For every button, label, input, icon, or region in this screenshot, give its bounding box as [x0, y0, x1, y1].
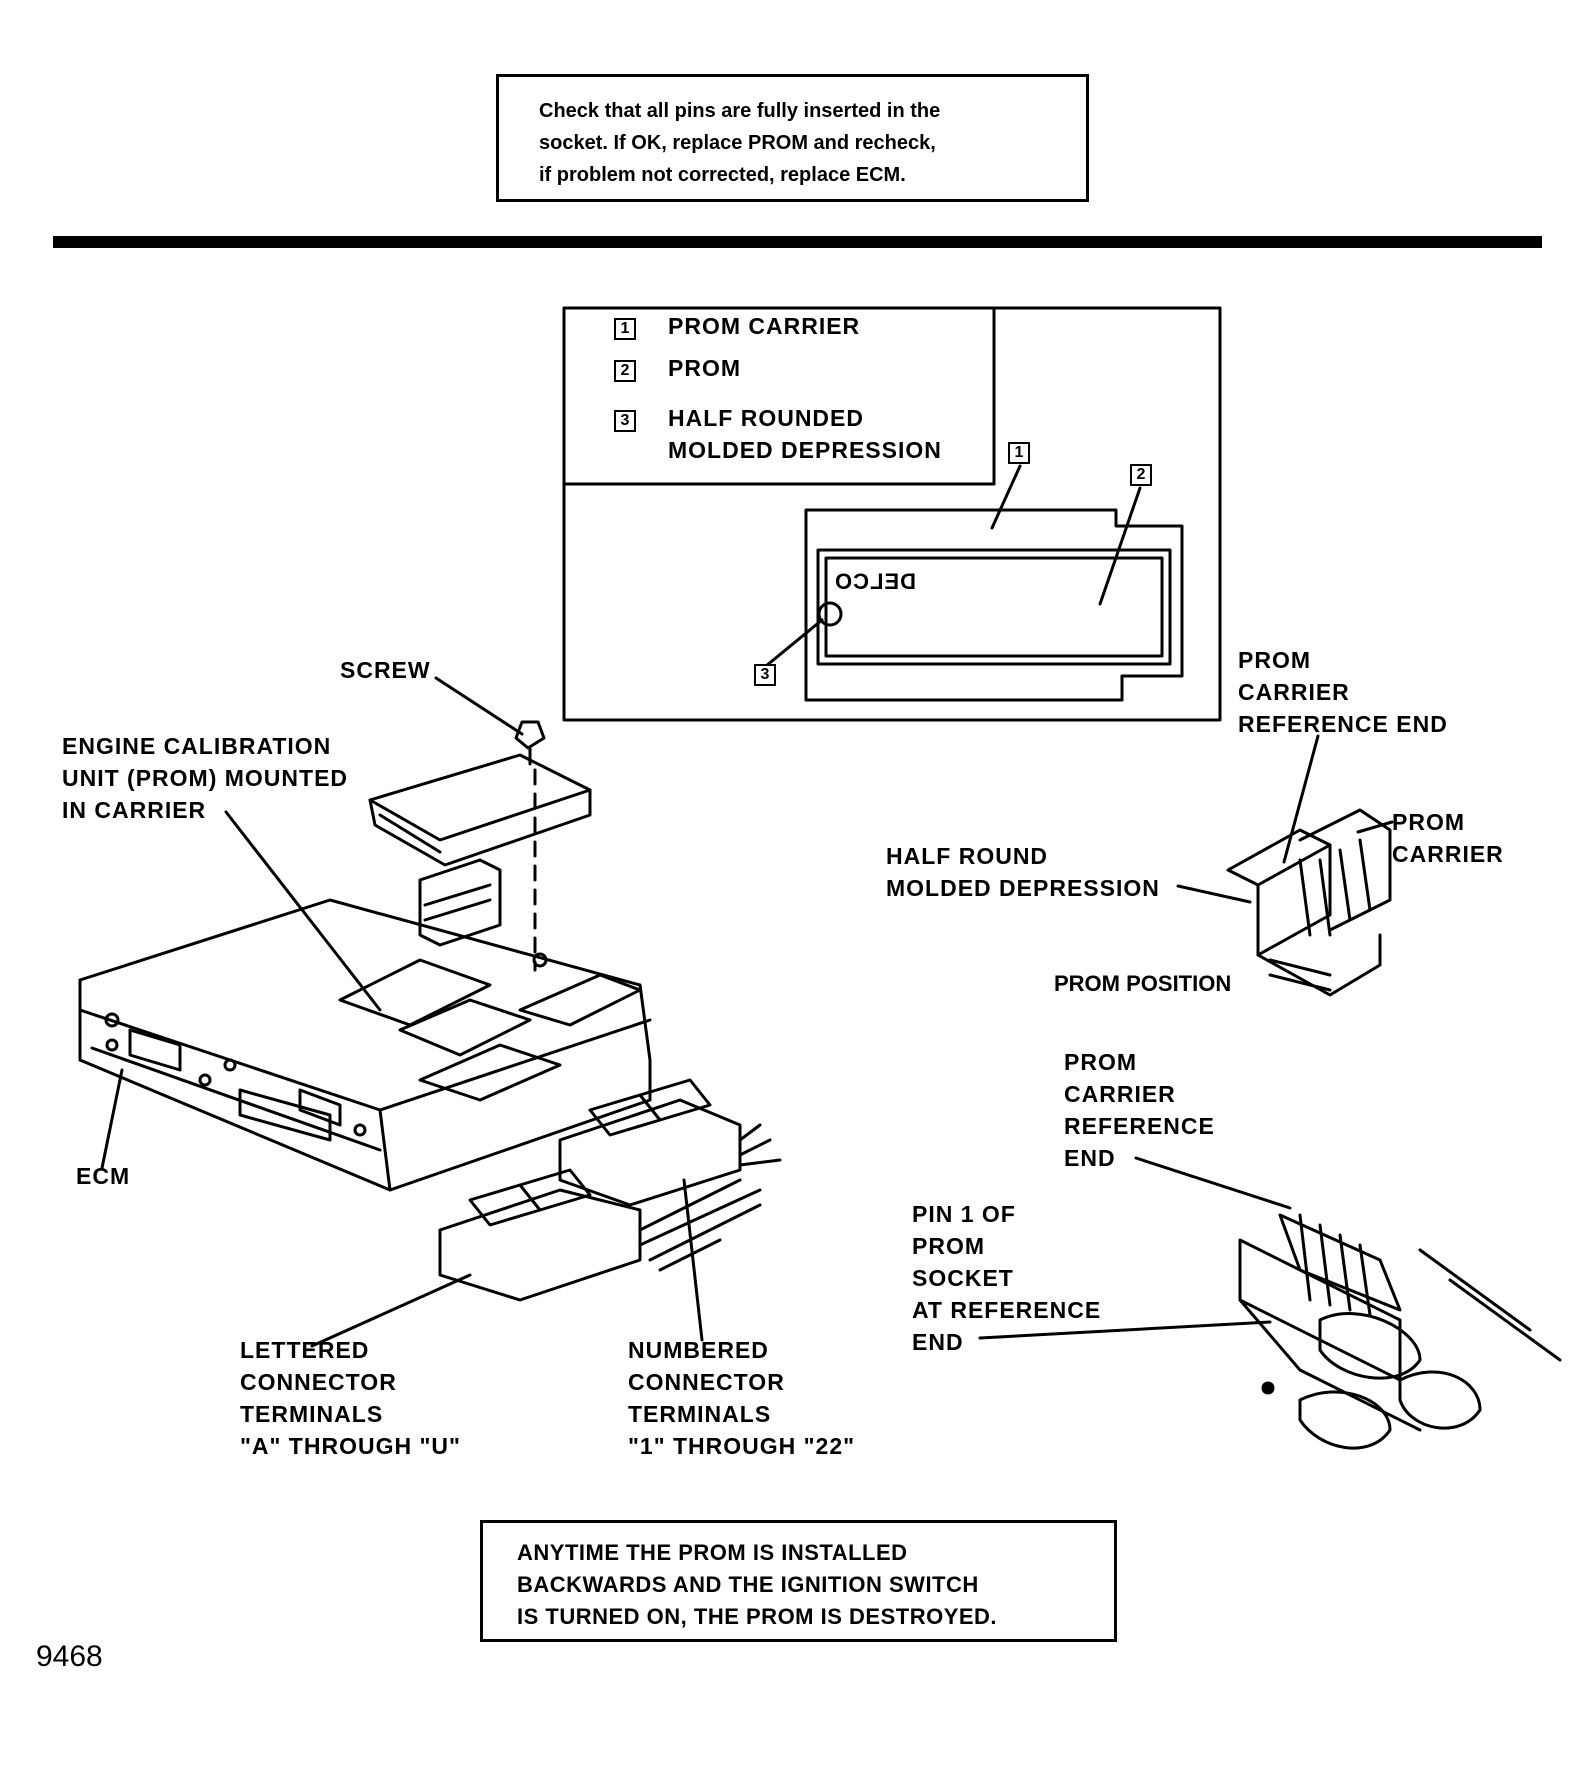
half-round-depression-label: HALF ROUND MOLDED DEPRESSION [886, 843, 1160, 901]
legend-number-badge: 2 [614, 360, 636, 382]
prom-carrier-reference-end-label: PROM CARRIER REFERENCE END [1238, 647, 1448, 737]
legend-inset-frame [562, 306, 1222, 722]
prom-carrier-reference-end-bottom-label: PROM CARRIER REFERENCE END [1064, 1049, 1215, 1171]
screw-leader [434, 676, 524, 736]
ecm-body [78, 898, 652, 1192]
numbered-connector [558, 1098, 742, 1207]
screw-head [514, 720, 546, 750]
legend-item-prom-carrier: PROM CARRIER [668, 313, 861, 339]
bottom-note-line: BACKWARDS AND THE IGNITION SWITCH [517, 1572, 979, 1597]
callout-1: 1 [1008, 442, 1030, 464]
bottom-note-line: ANYTIME THE PROM IS INSTALLED [517, 1540, 908, 1565]
ecm-leader [100, 1068, 124, 1170]
callout-3: 3 [754, 664, 776, 686]
chip-outer [816, 548, 1172, 666]
lettered-connector-label: LETTERED CONNECTOR TERMINALS "A" THROUGH… [240, 1337, 461, 1459]
prom-carrier-label: PROM CARRIER [1392, 809, 1504, 867]
prom-chip-exploded [418, 858, 502, 947]
top-note-line: socket. If OK, replace PROM and recheck, [539, 132, 936, 154]
lettered-leader [310, 1273, 472, 1348]
top-note-line: if problem not corrected, replace ECM. [539, 164, 906, 186]
legend-item-half-rounded: HALF ROUNDED MOLDED DEPRESSION [668, 405, 942, 463]
engine-calibration-leader [224, 810, 382, 1012]
prom-carrier-ref-end-leader [1282, 734, 1320, 864]
legend-subbox [562, 306, 996, 486]
prom-position-chip [1226, 828, 1332, 887]
top-note-box: Check that all pins are fully inserted i… [496, 74, 1089, 202]
ref-end-bottom-leader [1134, 1156, 1292, 1210]
figure-number: 9468 [36, 1640, 103, 1673]
legend-number-badge: 1 [614, 318, 636, 340]
leader-2 [1098, 486, 1142, 606]
pin1-socket-label: PIN 1 OF PROM SOCKET AT REFERENCE END [912, 1201, 1102, 1355]
legend-number-badge: 3 [614, 410, 636, 432]
ecm-label: ECM [76, 1163, 131, 1189]
depression-circle [817, 601, 843, 627]
chip-delco-text: DELCO [834, 569, 916, 594]
callout-2: 2 [1130, 464, 1152, 486]
prom-position-label: PROM POSITION [1054, 971, 1232, 996]
pin1-leader [978, 1320, 1272, 1340]
numbered-leader [682, 1178, 704, 1342]
prom-carrier-leader [1356, 820, 1394, 834]
bottom-warning-box: ANYTIME THE PROM IS INSTALLED BACKWARDS … [480, 1520, 1117, 1642]
carrier-outline [804, 508, 1184, 702]
legend: 1 PROM CARRIER 2 PROM 3 HALF ROUNDED MOL… [562, 306, 1002, 486]
half-round-leader [1176, 884, 1252, 904]
lettered-connector [438, 1188, 642, 1302]
numbered-connector-label: NUMBERED CONNECTOR TERMINALS "1" THROUGH… [628, 1337, 856, 1459]
leader-1 [990, 464, 1022, 530]
leader-3 [764, 618, 824, 668]
screw-label: SCREW [340, 657, 431, 683]
divider-rule [53, 236, 1542, 248]
legend-item-prom: PROM [668, 355, 741, 381]
top-note-line: Check that all pins are fully inserted i… [539, 100, 941, 122]
bottom-note-line: IS TURNED ON, THE PROM IS DESTROYED. [517, 1604, 998, 1629]
engine-calibration-label: ENGINE CALIBRATION UNIT (PROM) MOUNTED I… [62, 733, 349, 823]
socket-carrier [1278, 1213, 1402, 1312]
